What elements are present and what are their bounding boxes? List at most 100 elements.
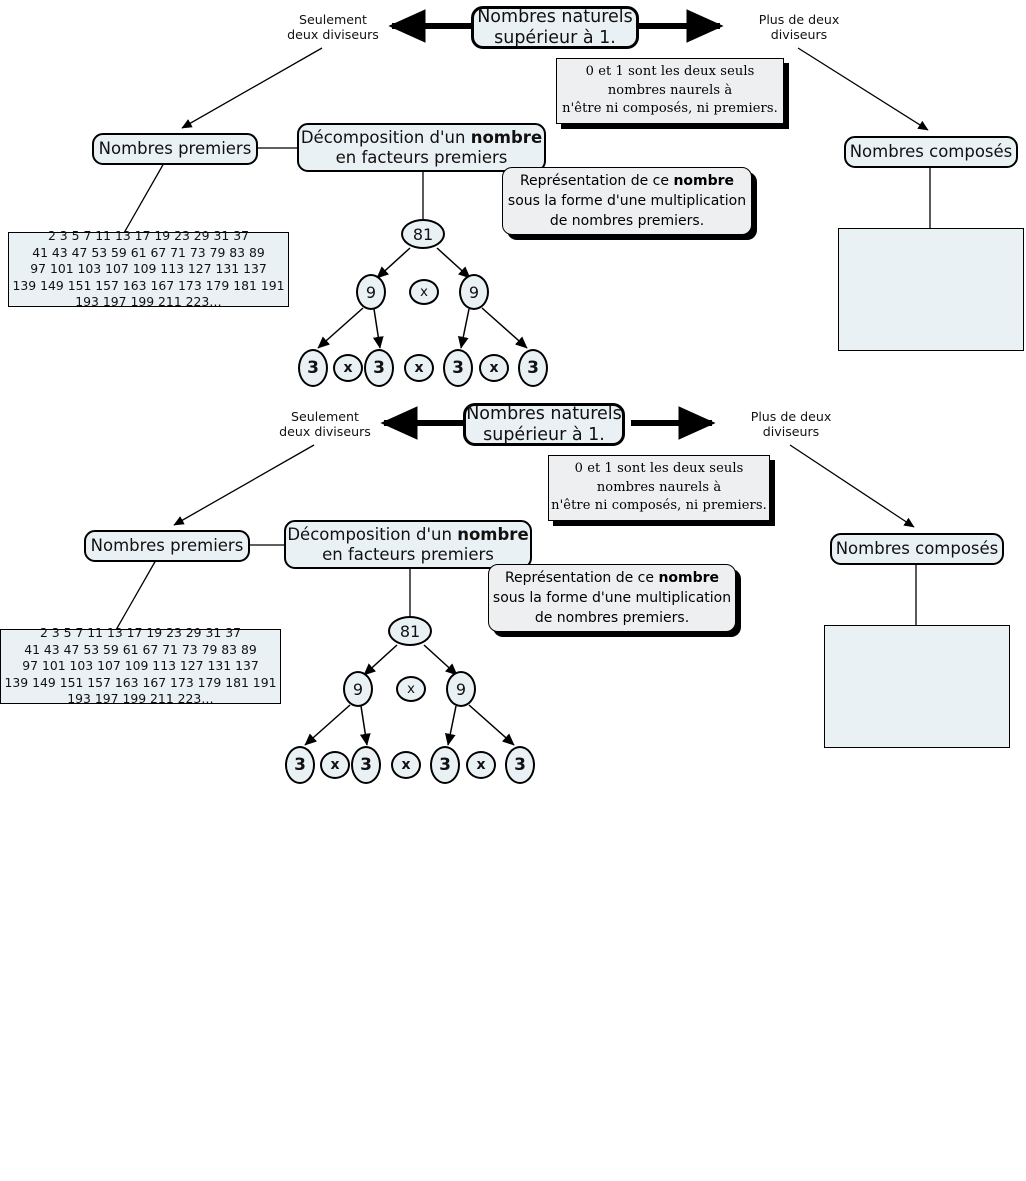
concept-map-copy-top: Nombres naturels supérieur à 1. Seulemen… — [8, 6, 1024, 387]
root-node-natural-numbers-2[interactable]: Nombres naturels supérieur à 1. — [463, 403, 625, 446]
factor-node-3-c[interactable]: 3 — [443, 349, 473, 387]
operator-multiply-1-label: x — [343, 360, 353, 376]
note-two-line-1-a-copy2: Représentation de ce — [504, 569, 659, 586]
note-two-line-1-bold-copy2: nombre — [658, 569, 720, 586]
node-composite-numbers-label-2: Nombres composés — [835, 539, 999, 559]
node-prime-numbers-label: Nombres premiers — [98, 139, 252, 159]
note-zero-and-one-text: 0 et 1 sont les deux seuls nombres naure… — [562, 63, 778, 120]
operator-multiply-level2-label: x — [420, 284, 428, 300]
factor-node-3-d-label-2: 3 — [514, 755, 526, 775]
factor-node-3-a-label-2: 3 — [294, 755, 306, 775]
factor-node-9-left[interactable]: 9 — [356, 274, 386, 310]
note-zero-and-one-2: 0 et 1 sont les deux seuls nombres naure… — [548, 455, 770, 521]
factor-node-3-a-2[interactable]: 3 — [285, 746, 315, 784]
node-prime-factorization-label: Décomposition d'un nombre en facteurs pr… — [301, 128, 542, 167]
note-one-line-1: 0 et 1 sont les deux seuls — [585, 63, 755, 79]
note-zero-and-one-text-2: 0 et 1 sont les deux seuls nombres naure… — [551, 460, 767, 517]
composite-examples-box-2[interactable] — [824, 625, 1010, 748]
diagram-canvas: Nombres naturels supérieur à 1. Seulemen… — [0, 6, 1024, 784]
edge-label-right-line-2: diviseurs — [770, 27, 828, 43]
operator-multiply-2-2: x — [391, 751, 421, 779]
factor-node-3-b-2[interactable]: 3 — [351, 746, 381, 784]
operator-multiply-1-label-2: x — [330, 757, 340, 773]
decomp-line-1-a: Décomposition d'un — [300, 128, 471, 148]
edge-label-left-line-1-copy2: Seulement — [291, 409, 359, 424]
edge-label-left-line-2: deux diviseurs — [287, 27, 379, 43]
factor-node-3-d-2[interactable]: 3 — [505, 746, 535, 784]
node-composite-numbers[interactable]: Nombres composés — [844, 136, 1018, 168]
factor-node-3-d-label: 3 — [527, 358, 539, 378]
edge-label-only-two-divisors-2: Seulement deux diviseurs — [264, 409, 386, 440]
edge-label-only-two-divisors: Seulement deux diviseurs — [272, 12, 394, 43]
operator-multiply-2-label: x — [414, 360, 424, 376]
factor-node-3-b[interactable]: 3 — [364, 349, 394, 387]
factor-node-81[interactable]: 81 — [401, 219, 445, 249]
factor-node-3-b-label: 3 — [373, 358, 385, 378]
factor-node-9-right-2[interactable]: 9 — [446, 671, 476, 707]
concept-map-copy-bottom: Nombres naturels supérieur à 1. Seulemen… — [0, 397, 1018, 1181]
note-two-line-1-a: Représentation de ce — [519, 172, 674, 189]
note-representation-text: Représentation de ce nombre sous la form… — [508, 171, 746, 232]
note-zero-and-one: 0 et 1 sont les deux seuls nombres naure… — [556, 58, 784, 124]
edge-label-more-than-two-divisors-2: Plus de deux diviseurs — [732, 409, 850, 440]
decomp-line-1-bold: nombre — [470, 128, 543, 148]
note-two-line-3-copy2: de nombres premiers. — [534, 610, 690, 627]
node-prime-factorization-2[interactable]: Décomposition d'un nombre en facteurs pr… — [284, 520, 532, 569]
edge-label-right-line-2-copy2: diviseurs — [762, 424, 820, 440]
operator-multiply-2-label-2: x — [401, 757, 411, 773]
node-prime-factorization[interactable]: Décomposition d'un nombre en facteurs pr… — [297, 123, 546, 172]
node-prime-numbers[interactable]: Nombres premiers — [92, 133, 258, 165]
node-composite-numbers-label: Nombres composés — [849, 142, 1013, 162]
node-prime-numbers-label-2: Nombres premiers — [90, 536, 244, 556]
note-one-line-1-copy2: 0 et 1 sont les deux seuls — [574, 460, 744, 476]
factor-node-81-label: 81 — [412, 224, 434, 244]
root-node-natural-numbers[interactable]: Nombres naturels supérieur à 1. — [471, 6, 639, 49]
note-two-line-2: sous la forme d'une multiplication — [507, 192, 747, 209]
edge-label-right-line-1-copy2: Plus de deux — [750, 409, 832, 424]
node-composite-numbers-2[interactable]: Nombres composés — [830, 533, 1004, 565]
operator-multiply-3-2: x — [466, 751, 496, 779]
prime-numbers-list: 2 3 5 7 11 13 17 19 23 29 31 37 41 43 47… — [8, 228, 289, 309]
factor-node-3-b-label-2: 3 — [360, 755, 372, 775]
edge-label-right-line-1: Plus de deux — [758, 12, 840, 27]
prime-numbers-list-text-2: 2 3 5 7 11 13 17 19 23 29 31 37 41 43 47… — [4, 625, 277, 707]
note-two-line-3: de nombres premiers. — [549, 213, 705, 230]
prime-numbers-list-2: 2 3 5 7 11 13 17 19 23 29 31 37 41 43 47… — [0, 625, 281, 706]
connector-layer-bottom — [115, 406, 917, 746]
note-representation-text-2: Représentation de ce nombre sous la form… — [493, 568, 731, 629]
note-representation: Représentation de ce nombre sous la form… — [502, 167, 752, 235]
factor-node-81-2[interactable]: 81 — [388, 616, 432, 646]
decomp-line-1-a-copy2: Décomposition d'un — [287, 525, 458, 545]
factor-node-9-left-label-2: 9 — [352, 679, 364, 699]
note-representation-2: Représentation de ce nombre sous la form… — [488, 564, 736, 632]
note-two-line-1-bold: nombre — [673, 172, 735, 189]
note-one-line-2-copy2: nombres naurels à — [596, 479, 722, 495]
factor-node-3-c-2[interactable]: 3 — [430, 746, 460, 784]
root-label-line-2: supérieur à 1. — [494, 27, 616, 48]
factor-node-3-c-label-2: 3 — [439, 755, 451, 775]
factor-node-9-right[interactable]: 9 — [459, 274, 489, 310]
node-prime-numbers-2[interactable]: Nombres premiers — [84, 530, 250, 562]
factor-node-3-d[interactable]: 3 — [518, 349, 548, 387]
root-label-line-2-copy2: supérieur à 1. — [483, 424, 605, 445]
operator-multiply-3-label: x — [489, 360, 499, 376]
edge-label-left-line-2-copy2: deux diviseurs — [279, 424, 371, 440]
operator-multiply-level2-2: x — [396, 676, 426, 702]
operator-multiply-level2: x — [409, 279, 439, 305]
root-node-label: Nombres naturels supérieur à 1. — [477, 7, 633, 48]
root-label-line-1: Nombres naturels — [477, 6, 633, 27]
operator-multiply-3-label-2: x — [476, 757, 486, 773]
operator-multiply-3: x — [479, 354, 509, 382]
composite-examples-box[interactable] — [838, 228, 1024, 351]
factor-node-9-left-2[interactable]: 9 — [343, 671, 373, 707]
note-one-line-3-copy2: n'être ni composés, ni premiers. — [551, 498, 767, 514]
prime-numbers-list-text: 2 3 5 7 11 13 17 19 23 29 31 37 41 43 47… — [12, 228, 285, 310]
factor-node-9-right-label: 9 — [468, 282, 480, 302]
edge-label-left-line-1: Seulement — [299, 12, 367, 27]
factor-node-3-c-label: 3 — [452, 358, 464, 378]
factor-node-3-a[interactable]: 3 — [298, 349, 328, 387]
factor-node-3-a-label: 3 — [307, 358, 319, 378]
edge-label-more-than-two-divisors: Plus de deux diviseurs — [740, 12, 858, 43]
factor-node-9-right-label-2: 9 — [455, 679, 467, 699]
root-node-label-2: Nombres naturels supérieur à 1. — [466, 404, 622, 445]
